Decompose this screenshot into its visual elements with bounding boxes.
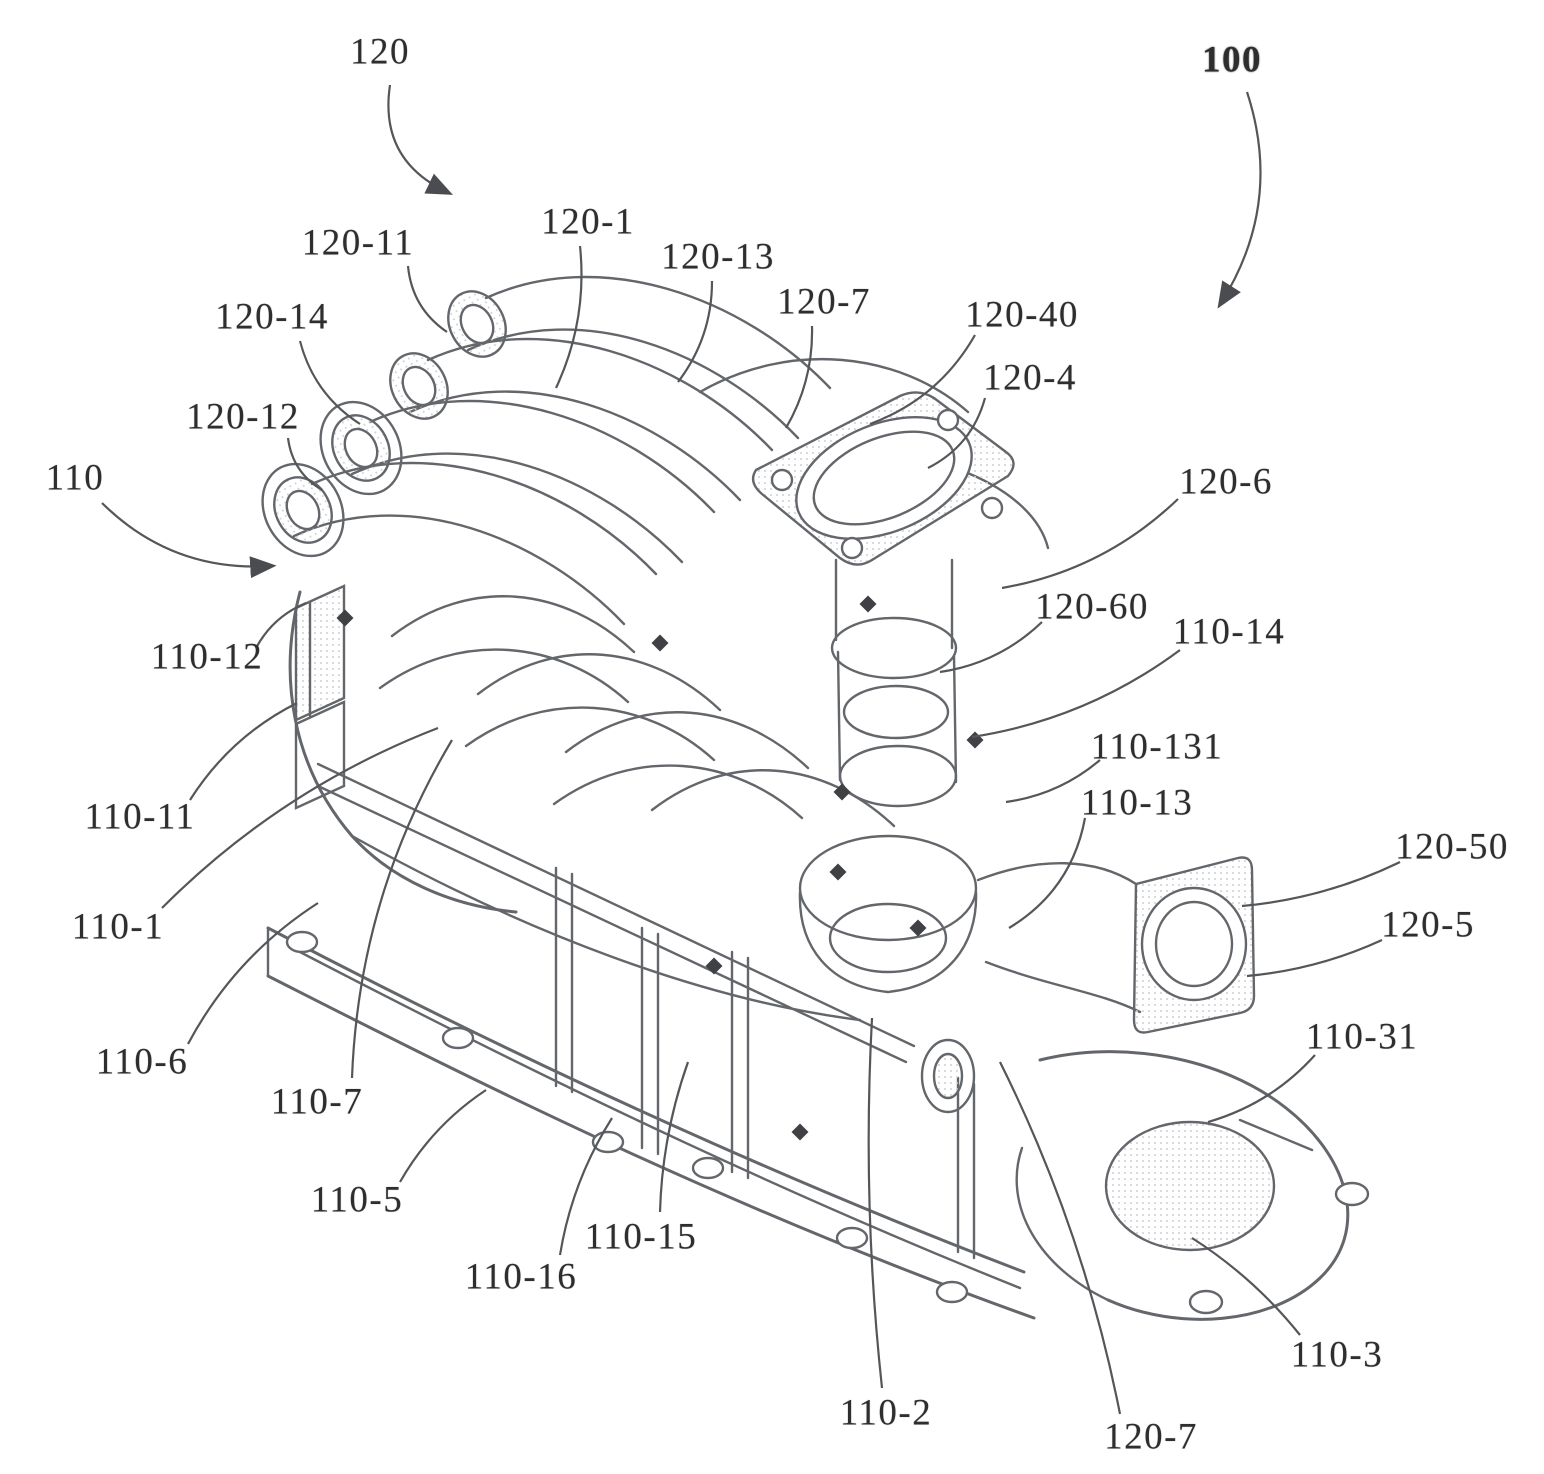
ref-label-110-12: 110-12 bbox=[150, 636, 264, 678]
leader-line-120-5 bbox=[1246, 939, 1383, 978]
support-legs bbox=[316, 762, 976, 1260]
leader-line-120-40 bbox=[869, 334, 976, 426]
intake-runners bbox=[261, 275, 1050, 626]
base-plate bbox=[266, 926, 1036, 1320]
leader-lines bbox=[101, 84, 1401, 1415]
ref-label-110-131: 110-131 bbox=[1090, 726, 1224, 768]
leader-line-120-1 bbox=[555, 245, 583, 389]
leader-line-120-60 bbox=[939, 621, 1043, 674]
leader-line-120-4 bbox=[927, 397, 987, 469]
leader-line-120-7 bbox=[999, 1061, 1122, 1415]
leader-line-110-7 bbox=[350, 739, 453, 1079]
ref-label-110-16: 110-16 bbox=[464, 1256, 578, 1298]
ref-label-120-14: 120-14 bbox=[215, 296, 329, 338]
leader-line-120-14 bbox=[298, 340, 361, 425]
ref-label-120: 120 bbox=[350, 31, 410, 73]
leader-line-110-6 bbox=[187, 902, 319, 1045]
leader-line-110-3 bbox=[1191, 1237, 1301, 1336]
ref-label-110-15: 110-15 bbox=[584, 1216, 698, 1258]
leader-line-110-2 bbox=[867, 1017, 884, 1389]
leader-line-110-12 bbox=[255, 601, 307, 649]
ref-label-110-31: 110-31 bbox=[1305, 1016, 1419, 1058]
leader-line-120-11 bbox=[406, 265, 448, 333]
riser-column bbox=[798, 558, 978, 1114]
ref-label-120-6: 120-6 bbox=[1179, 461, 1273, 503]
plenum-body bbox=[288, 590, 896, 1022]
leader-line-110-11 bbox=[189, 702, 298, 801]
ref-label-110-13: 110-13 bbox=[1080, 782, 1194, 824]
throttle-flange bbox=[751, 391, 1015, 566]
volute-housing bbox=[1015, 1050, 1370, 1321]
leader-line-110-131 bbox=[1005, 759, 1101, 804]
leader-line-110 bbox=[101, 502, 277, 579]
ref-label-120-5: 120-5 bbox=[1381, 904, 1475, 946]
leader-line-110-15 bbox=[658, 1061, 690, 1213]
ref-label-120-50: 120-50 bbox=[1395, 826, 1509, 868]
leader-line-110-14 bbox=[971, 649, 1181, 739]
leader-line-100 bbox=[1217, 91, 1262, 309]
leader-line-120-7 bbox=[785, 325, 814, 429]
leader-line-120-50 bbox=[1241, 861, 1401, 908]
ref-label-110-11: 110-11 bbox=[84, 796, 196, 838]
ref-label-120-12: 120-12 bbox=[186, 396, 300, 438]
ref-label-120-60: 120-60 bbox=[1035, 586, 1149, 628]
ref-label-110-3: 110-3 bbox=[1290, 1334, 1384, 1376]
ref-label-110-1: 110-1 bbox=[71, 906, 165, 948]
ref-label-120-4: 120-4 bbox=[983, 357, 1077, 399]
ref-label-110-2: 110-2 bbox=[839, 1392, 933, 1434]
leader-line-110-1 bbox=[161, 726, 439, 909]
ref-label-120-13: 120-13 bbox=[661, 236, 775, 278]
ref-label-110-7: 110-7 bbox=[270, 1081, 364, 1123]
ref-label-120-40: 120-40 bbox=[965, 294, 1079, 336]
ref-label-100: 100 bbox=[1202, 39, 1262, 81]
leader-line-120-13 bbox=[677, 280, 714, 383]
leader-line-120 bbox=[387, 84, 453, 195]
ref-label-120-7: 120-7 bbox=[1104, 1416, 1198, 1458]
ref-label-120-7: 120-7 bbox=[777, 281, 871, 323]
mounting-brackets bbox=[294, 584, 346, 810]
leader-line-110-16 bbox=[558, 1117, 613, 1256]
outlet-flange bbox=[976, 856, 1256, 1034]
ref-label-120-1: 120-1 bbox=[541, 201, 635, 243]
bolt-holes bbox=[285, 930, 969, 1304]
leader-line-110-13 bbox=[1008, 817, 1087, 929]
ref-label-110-5: 110-5 bbox=[310, 1179, 404, 1221]
ref-label-120-11: 120-11 bbox=[301, 222, 415, 264]
leader-line-120-6 bbox=[1001, 498, 1179, 590]
leader-line-110-31 bbox=[1207, 1054, 1316, 1124]
leader-line-110-5 bbox=[399, 1089, 487, 1183]
ref-label-110-14: 110-14 bbox=[1172, 611, 1286, 653]
ref-label-110-6: 110-6 bbox=[95, 1041, 189, 1083]
leader-line-120-12 bbox=[286, 437, 323, 491]
ref-label-110: 110 bbox=[45, 457, 105, 499]
